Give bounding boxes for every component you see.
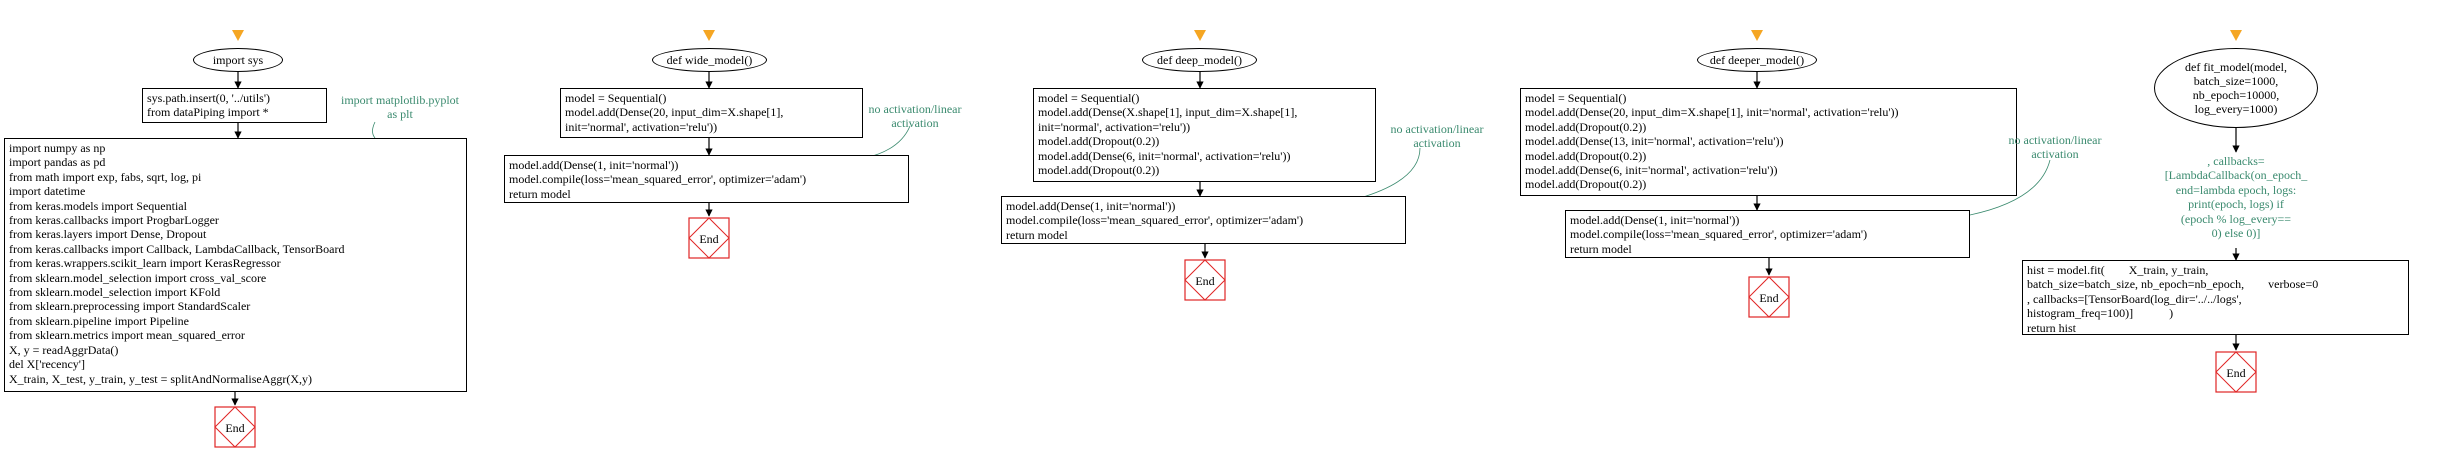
end-label: End bbox=[225, 421, 244, 435]
end-node-flow-4: End bbox=[2215, 351, 2257, 393]
note-leader-line bbox=[372, 121, 376, 139]
callbacks-annotation: , callbacks= [LambdaCallback(on_epoch_ e… bbox=[2164, 154, 2308, 241]
end-label: End bbox=[2226, 366, 2245, 380]
process-box-model-fit: hist = model.fit( X_train, y_train, batc… bbox=[2022, 260, 2409, 335]
start-node-wide-model: def wide_model() bbox=[652, 48, 767, 72]
process-box-deeper-model-compile: model.add(Dense(1, init='normal')) model… bbox=[1565, 210, 1970, 258]
comment-note-no-activation: no activation/linear activation bbox=[868, 102, 962, 131]
comment-note-no-activation: no activation/linear activation bbox=[1390, 122, 1484, 151]
process-box-deep-model-compile: model.add(Dense(1, init='normal')) model… bbox=[1001, 196, 1406, 244]
entry-arrow-icon bbox=[232, 30, 244, 41]
process-box-deep-model-body: model = Sequential() model.add(Dense(X.s… bbox=[1033, 88, 1376, 182]
end-node-flow-2: End bbox=[1184, 259, 1226, 301]
entry-arrow-icon bbox=[1751, 30, 1763, 41]
end-label: End bbox=[1195, 274, 1214, 288]
start-node-fit-model: def fit_model(model, batch_size=1000, nb… bbox=[2154, 48, 2318, 128]
entry-arrow-icon bbox=[703, 30, 715, 41]
process-box-wide-model-body: model = Sequential() model.add(Dense(20,… bbox=[560, 88, 863, 138]
end-label: End bbox=[1759, 291, 1778, 305]
end-node-flow-3: End bbox=[1748, 276, 1790, 318]
process-box-sys-path: sys.path.insert(0, '../utils') from data… bbox=[142, 88, 327, 123]
comment-note-no-activation: no activation/linear activation bbox=[2008, 133, 2102, 162]
end-label: End bbox=[699, 232, 718, 246]
comment-note-matplotlib: import matplotlib.pyplot as plt bbox=[341, 93, 459, 122]
process-box-deeper-model-body: model = Sequential() model.add(Dense(20,… bbox=[1520, 88, 2017, 196]
entry-arrow-icon bbox=[2230, 30, 2242, 41]
connector-layer bbox=[231, 30, 2242, 406]
process-box-imports: import numpy as np import pandas as pd f… bbox=[4, 138, 467, 392]
start-node-deeper-model: def deeper_model() bbox=[1697, 48, 1817, 72]
note-leader-line bbox=[1969, 159, 2051, 216]
end-node-flow-1: End bbox=[688, 217, 730, 259]
start-node-deep-model: def deep_model() bbox=[1142, 48, 1257, 72]
process-box-wide-model-compile: model.add(Dense(1, init='normal')) model… bbox=[504, 155, 909, 203]
end-node-flow-0: End bbox=[214, 406, 256, 448]
start-node-import-sys: import sys bbox=[193, 48, 283, 72]
note-leader-line bbox=[1359, 147, 1421, 199]
entry-arrow-icon bbox=[1194, 30, 1206, 41]
